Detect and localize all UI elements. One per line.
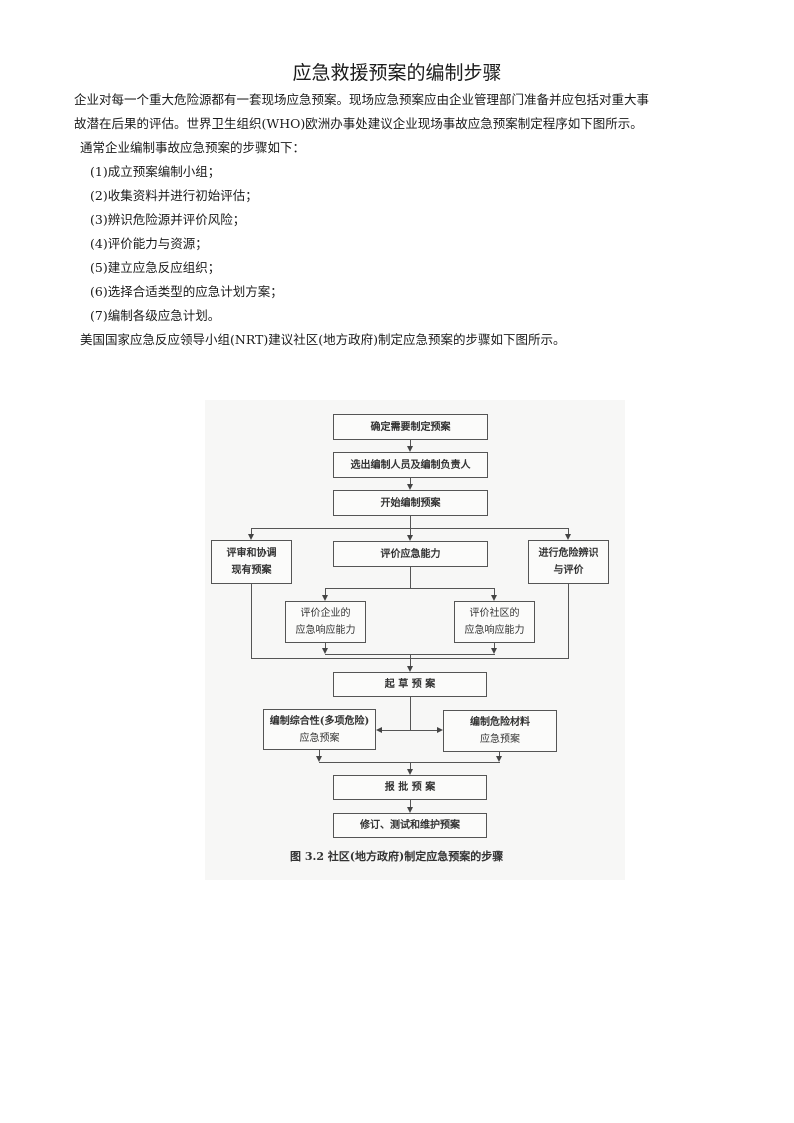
connector-line xyxy=(568,528,569,534)
box-label: 编制危险材料 xyxy=(470,717,530,728)
step-item: (3)辨识危险源并评价风险； xyxy=(90,212,246,227)
box-multi-hazard-plan: 编制综合性(多项危险) 应急预案 xyxy=(263,709,376,750)
nrt-paragraph: 美国国家应急反应领导小组(NRT)建议社区(地方政府)制定应急预案的步骤如下图所… xyxy=(80,332,566,347)
connector-line xyxy=(251,584,252,659)
box-label: 评价社区的 xyxy=(469,608,520,619)
arrow-down-icon xyxy=(407,666,413,672)
arrow-down-icon xyxy=(407,807,413,813)
steps-heading: 通常企业编制事故应急预案的步骤如下： xyxy=(80,140,306,155)
box-draft-plan: 起 草 预 案 xyxy=(333,672,487,697)
connector-line xyxy=(568,584,569,659)
box-label: 与评价 xyxy=(553,565,584,576)
box-label: 应急预案 xyxy=(299,732,340,744)
box-label: 确定需要制定预案 xyxy=(370,421,451,433)
box-label: 应急响应能力 xyxy=(295,625,356,636)
connector-line xyxy=(499,752,500,757)
connector-line xyxy=(382,730,437,731)
box-label: 起 草 预 案 xyxy=(384,679,436,690)
arrow-down-icon xyxy=(496,756,502,762)
connector-line xyxy=(251,528,252,534)
box-label: 应急响应能力 xyxy=(464,625,525,636)
arrow-right-icon xyxy=(437,727,443,733)
box-evaluate-enterprise: 评价企业的 应急响应能力 xyxy=(285,601,366,643)
step-item: (7)编制各级应急计划。 xyxy=(90,308,221,323)
step-item: (6)选择合适类型的应急计划方案； xyxy=(90,284,283,299)
box-hazmat-plan: 编制危险材料 应急预案 xyxy=(443,710,557,752)
box-label: 选出编制人员及编制负责人 xyxy=(350,459,471,471)
box-determine-need: 确定需要制定预案 xyxy=(333,414,488,440)
box-label: 开始编制预案 xyxy=(380,497,441,509)
box-review-existing: 评审和协调 现有预案 xyxy=(211,540,292,584)
box-revise-test-maintain: 修订、测试和维护预案 xyxy=(333,813,487,838)
flowchart-figure xyxy=(205,400,625,880)
arrow-left-icon xyxy=(376,727,382,733)
intro-paragraph-line-1: 企业对每一个重大危险源都有一套现场应急预案。现场应急预案应由企业管理部门准备并应… xyxy=(74,92,650,107)
arrow-down-icon xyxy=(407,769,413,775)
arrow-down-icon xyxy=(407,484,413,490)
box-evaluate-capability: 评价应急能力 xyxy=(333,541,488,567)
connector-line xyxy=(410,800,411,807)
box-label: 进行危险辨识 xyxy=(538,548,599,559)
box-label: 现有预案 xyxy=(231,565,272,576)
connector-line xyxy=(410,654,411,666)
box-start-drafting: 开始编制预案 xyxy=(333,490,488,516)
arrow-down-icon xyxy=(316,756,322,762)
connector-line xyxy=(410,440,411,446)
box-label: 评审和协调 xyxy=(226,548,277,559)
arrow-down-icon xyxy=(407,535,413,541)
connector-line xyxy=(410,567,411,588)
arrow-down-icon xyxy=(322,595,328,601)
connector-line xyxy=(410,697,411,730)
step-item: (5)建立应急反应组织； xyxy=(90,260,221,275)
connector-line xyxy=(319,762,500,763)
connector-line xyxy=(251,528,569,529)
box-label: 评价企业的 xyxy=(300,608,351,619)
box-submit-approval: 报 批 预 案 xyxy=(333,775,487,800)
connector-line xyxy=(494,588,495,595)
connector-line xyxy=(410,516,411,535)
arrow-down-icon xyxy=(491,648,497,654)
connector-line xyxy=(325,588,326,595)
box-hazard-identification: 进行危险辨识 与评价 xyxy=(528,540,609,584)
connector-line xyxy=(494,643,495,649)
box-label: 评价应急能力 xyxy=(380,548,441,560)
page-title: 应急救援预案的编制步骤 xyxy=(292,62,502,84)
figure-caption: 图 3.2 社区(地方政府)制定应急预案的步骤 xyxy=(290,850,504,863)
intro-paragraph-line-2: 故潜在后果的评估。世界卫生组织(WHO)欧洲办事处建议企业现场事故应急预案制定程… xyxy=(74,116,643,131)
arrow-down-icon xyxy=(491,595,497,601)
box-select-staff: 选出编制人员及编制负责人 xyxy=(333,452,488,478)
arrow-down-icon xyxy=(565,534,571,540)
box-evaluate-community: 评价社区的 应急响应能力 xyxy=(454,601,535,643)
connector-line xyxy=(325,588,495,589)
box-label: 修订、测试和维护预案 xyxy=(360,820,460,831)
step-item: (1)成立预案编制小组； xyxy=(90,164,221,179)
step-item: (2)收集资料并进行初始评估； xyxy=(90,188,258,203)
box-label: 报 批 预 案 xyxy=(384,782,436,793)
step-item: (4)评价能力与资源； xyxy=(90,236,208,251)
connector-line xyxy=(410,478,411,484)
connector-line xyxy=(410,762,411,769)
box-label: 编制综合性(多项危险) xyxy=(269,715,370,727)
arrow-down-icon xyxy=(248,534,254,540)
arrow-down-icon xyxy=(407,446,413,452)
connector-line xyxy=(319,750,320,757)
connector-line xyxy=(325,643,326,649)
arrow-down-icon xyxy=(322,648,328,654)
box-label: 应急预案 xyxy=(480,734,520,745)
